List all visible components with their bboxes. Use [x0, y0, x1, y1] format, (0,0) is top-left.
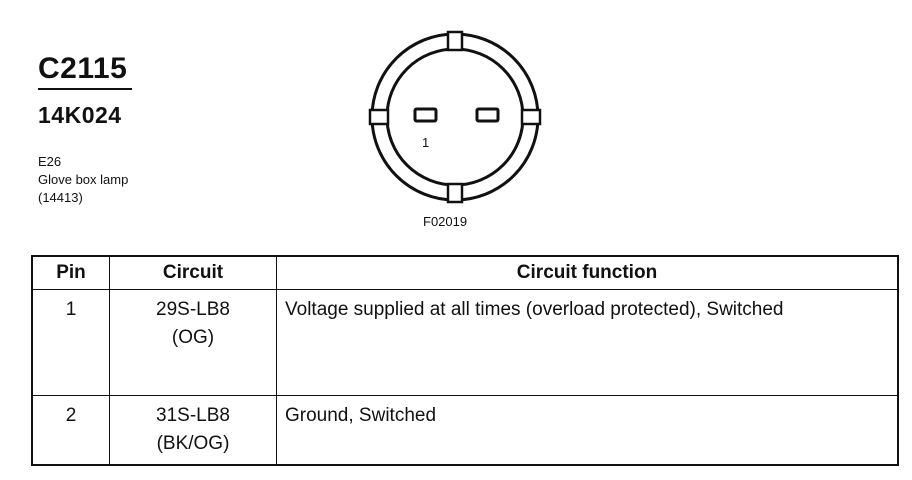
header-pin: Pin	[31, 255, 110, 290]
key-notch-right	[520, 108, 542, 126]
key-notch-top	[446, 30, 464, 52]
function-cell: Ground, Switched	[276, 395, 899, 466]
connector-outer-ring	[370, 32, 540, 202]
table-row: 1 29S-LB8 (OG) Voltage supplied at all t…	[31, 289, 899, 396]
key-notch-bottom	[446, 182, 464, 204]
pin-2-terminal	[475, 107, 500, 123]
connector-id: C2115	[38, 52, 128, 85]
wire-color: (OG)	[171, 327, 215, 348]
circuit-cell: 31S-LB8 (BK/OG)	[109, 395, 277, 466]
table-row: 2 31S-LB8 (BK/OG) Ground, Switched	[31, 395, 899, 466]
header-circuit: Circuit	[109, 255, 277, 290]
header-circuit-function: Circuit function	[276, 255, 899, 290]
pin-cell: 2	[31, 395, 110, 466]
table-header-row: Pin Circuit Circuit function	[31, 255, 899, 290]
component-name: Glove box lamp	[38, 172, 129, 187]
figure-id: F02019	[423, 214, 468, 229]
component-number: (14413)	[38, 190, 83, 205]
circuit-cell: 29S-LB8 (OG)	[109, 289, 277, 396]
pin-1-terminal	[413, 107, 438, 123]
pinout-table: Pin Circuit Circuit function 1 29S-LB8 (…	[31, 255, 899, 466]
key-notch-left	[368, 108, 390, 126]
connector-inner-ring	[385, 47, 525, 187]
circuit-number: 29S-LB8	[156, 299, 230, 320]
circuit-number: 31S-LB8	[156, 405, 230, 426]
connector-description: E26 Glove box lamp (14413)	[38, 153, 128, 207]
wire-color: (BK/OG)	[156, 433, 230, 454]
pin-cell: 1	[31, 289, 110, 396]
pin-1-label: 1	[422, 135, 429, 150]
connector-face-diagram: 1	[368, 30, 542, 204]
function-cell: Voltage supplied at all times (overload …	[276, 289, 899, 396]
part-number: 14K024	[38, 102, 122, 128]
location-code: E26	[38, 154, 62, 169]
title-rule	[38, 88, 132, 90]
